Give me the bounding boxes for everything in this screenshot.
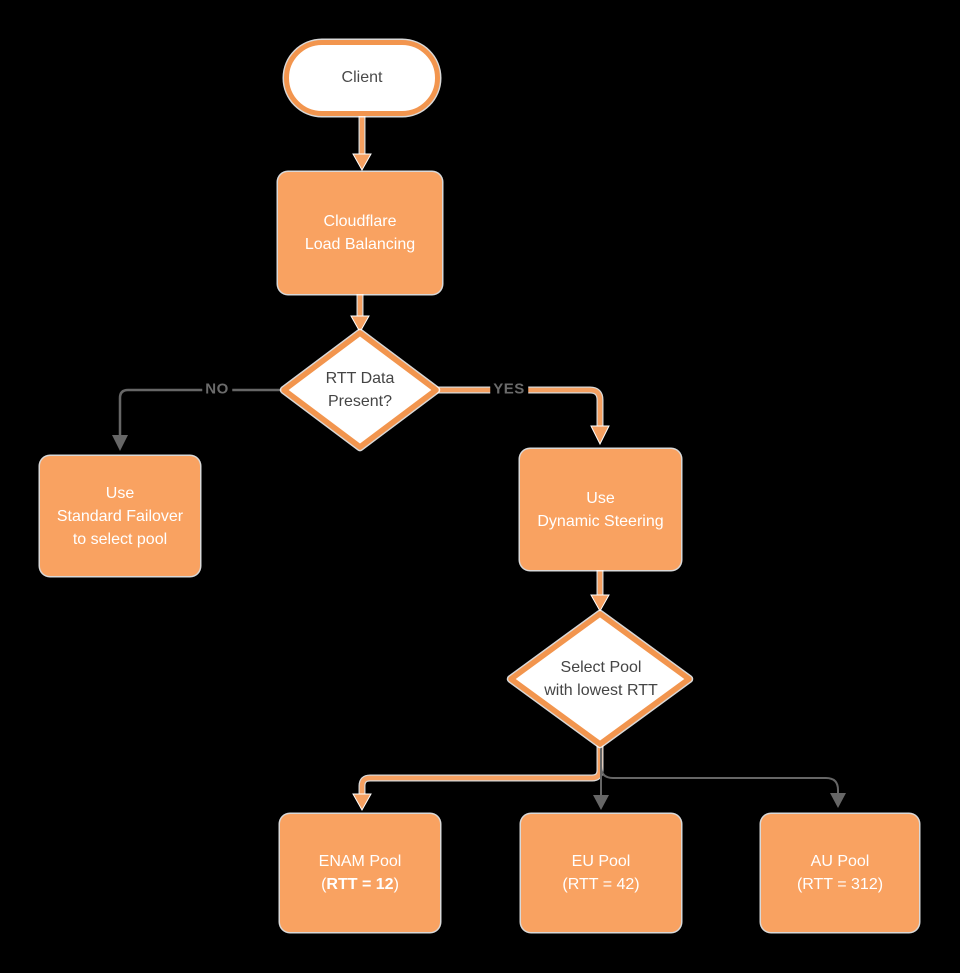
node-cloudflare-line2: Load Balancing bbox=[304, 236, 416, 253]
decision-rtt-data-present-label: RTT Data Present? bbox=[326, 367, 395, 413]
connector-enam bbox=[359, 744, 603, 795]
select-pool-line1: Select Pool bbox=[560, 659, 642, 676]
arrowhead-client-cloudflare bbox=[352, 153, 372, 172]
node-use-standard-failover: Use Standard Failover to select pool bbox=[40, 456, 200, 576]
node-cloudflare-line1: Cloudflare bbox=[323, 213, 397, 230]
decision-rtt-data-present bbox=[281, 330, 439, 450]
arrowhead-yes bbox=[590, 425, 610, 446]
connector-enam-halo bbox=[358, 744, 604, 795]
eu-pool-line2: (RTT = 42) bbox=[562, 876, 640, 893]
rtt-present-line2: Present? bbox=[327, 393, 393, 410]
standard-failover-line2: Standard Failover bbox=[56, 507, 184, 525]
node-cloudflare-load-balancing: Cloudflare Load Balancing bbox=[278, 172, 442, 294]
connector-no bbox=[118, 388, 284, 436]
node-client: Client bbox=[284, 40, 440, 116]
dynamic-steering-line2: Dynamic Steering bbox=[537, 512, 664, 530]
eu-pool-line1: EU Pool bbox=[571, 853, 631, 870]
arrowhead-enam bbox=[352, 793, 372, 812]
rtt-present-line1: RTT Data bbox=[325, 370, 395, 387]
node-client-label: Client bbox=[341, 69, 383, 86]
dynamic-steering-line1: Use bbox=[586, 489, 615, 507]
node-eu-pool: EU Pool (RTT = 42) bbox=[521, 814, 681, 932]
node-au-pool: AU Pool (RTT = 312) bbox=[761, 814, 919, 932]
enam-rtt-close-paren: ) bbox=[393, 876, 399, 893]
au-pool-line2: (RTT = 312) bbox=[796, 876, 884, 893]
arrowhead-au bbox=[830, 793, 846, 808]
node-enam-pool: ENAM Pool (RTT = 12) bbox=[280, 814, 440, 932]
standard-failover-line3: to select pool bbox=[72, 530, 168, 548]
arrowhead-eu bbox=[593, 795, 609, 810]
enam-rtt-value: RTT = 12 bbox=[326, 876, 394, 893]
au-pool-line1: AU Pool bbox=[810, 853, 870, 870]
connector-au bbox=[600, 744, 839, 794]
enam-rtt-open-paren: ( bbox=[321, 876, 327, 893]
enam-pool-line2: (RTT = 12) bbox=[321, 873, 399, 896]
arrowhead-cloudflare-diamond bbox=[350, 315, 370, 334]
decision-select-pool bbox=[508, 611, 692, 747]
standard-failover-line1: Use bbox=[105, 484, 135, 502]
connector-yes bbox=[436, 387, 603, 427]
node-use-dynamic-steering: Use Dynamic Steering bbox=[520, 449, 681, 570]
arrowhead-dynamic-diamond bbox=[590, 594, 610, 613]
enam-pool-line1: ENAM Pool bbox=[318, 853, 402, 870]
decision-select-pool-label: Select Pool with lowest RTT bbox=[544, 656, 658, 702]
select-pool-line2: with lowest RTT bbox=[544, 682, 658, 699]
arrowhead-no bbox=[112, 435, 128, 451]
edge-yes-label: YES bbox=[490, 379, 528, 399]
edge-no-label: NO bbox=[202, 379, 232, 399]
